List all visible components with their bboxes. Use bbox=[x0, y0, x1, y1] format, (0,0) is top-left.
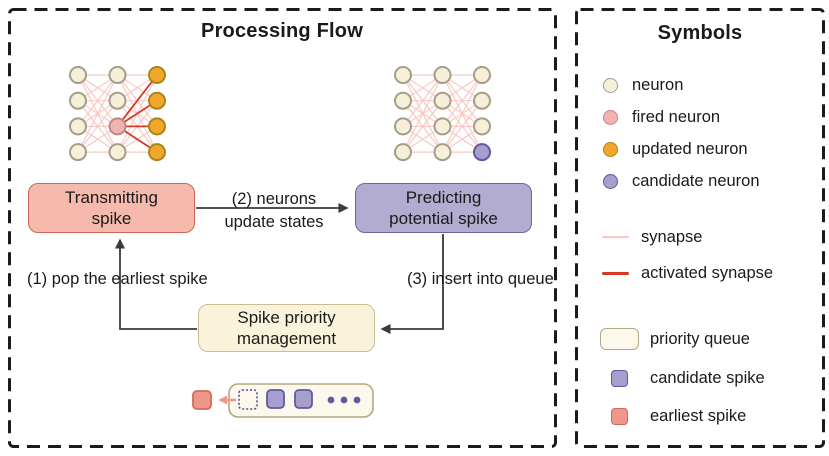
synapse-line bbox=[77, 74, 118, 127]
symbols-panel-border bbox=[575, 8, 825, 448]
transmitting-spike-box: Transmitting spike bbox=[28, 183, 195, 233]
priority-queue-graphic bbox=[192, 383, 374, 418]
ellipsis-dot bbox=[340, 396, 348, 404]
step3-insert-into-queue-label: (3) insert into queue bbox=[407, 270, 554, 288]
step2-neurons-update-states-label: (2) neurons update states bbox=[224, 190, 324, 231]
synapse-line bbox=[77, 74, 119, 153]
neuron-node bbox=[433, 143, 452, 162]
synapse-line bbox=[402, 74, 444, 153]
neuron-node bbox=[433, 66, 452, 84]
neuron-node bbox=[69, 66, 87, 84]
candidate-spike-square bbox=[266, 389, 285, 409]
processing-flow-title: Processing Flow bbox=[201, 20, 363, 42]
legend-label-priority-queue: priority queue bbox=[650, 329, 750, 348]
fired-neuron-swatch-icon bbox=[603, 109, 618, 125]
updated-neuron-node bbox=[148, 91, 166, 110]
symbols-title: Symbols bbox=[657, 22, 743, 44]
synapse-line bbox=[77, 100, 118, 153]
synapse-line bbox=[402, 74, 443, 127]
neuron-node bbox=[108, 66, 127, 84]
flow-arrows bbox=[115, 203, 444, 334]
legend-label-candidate-spike: candidate spike bbox=[650, 368, 765, 387]
legend-label-earliest-spike: earliest spike bbox=[650, 406, 747, 425]
neuron-node bbox=[394, 117, 412, 136]
legend-item-fired-neuron: fired neuron bbox=[603, 106, 720, 128]
neuron-node bbox=[394, 143, 412, 162]
legend-label-candidate-neuron: candidate neuron bbox=[632, 171, 760, 190]
neuron-node bbox=[69, 91, 87, 110]
right-network bbox=[394, 66, 491, 162]
legend-item-neuron: neuron bbox=[603, 74, 683, 96]
synapse-line bbox=[442, 74, 483, 127]
neuron-node bbox=[433, 117, 452, 136]
legend-label-updated-neuron: updated neuron bbox=[632, 139, 748, 158]
legend-item-synapse: synapse bbox=[602, 226, 702, 248]
neuron-node bbox=[473, 66, 491, 84]
legend-label-neuron: neuron bbox=[632, 75, 684, 94]
synapse-line bbox=[442, 100, 483, 153]
legend-label-synapse: synapse bbox=[641, 227, 703, 246]
legend-label-activated-synapse: activated synapse bbox=[641, 263, 774, 282]
legend-item-candidate-neuron: candidate neuron bbox=[603, 170, 760, 192]
neuron-node bbox=[108, 91, 127, 110]
synapse-line bbox=[441, 74, 483, 153]
legend-item-candidate-spike: candidate spike bbox=[611, 367, 765, 389]
candidate-neuron-node bbox=[473, 143, 491, 162]
updated-neuron-node bbox=[148, 143, 166, 162]
activated-synapse-line bbox=[116, 74, 158, 127]
step1-pop-earliest-spike-label: (1) pop the earliest spike bbox=[27, 270, 208, 288]
earliest-spike-square bbox=[192, 390, 212, 410]
neuron-node bbox=[433, 91, 452, 110]
ellipsis-dot bbox=[327, 396, 335, 404]
predicting-potential-spike-box: Predicting potential spike bbox=[355, 183, 532, 233]
neuron-node bbox=[69, 117, 87, 136]
neuron-node bbox=[473, 91, 491, 110]
spike-priority-management-box: Spike priority management bbox=[198, 304, 375, 352]
fired-neuron-node bbox=[108, 117, 127, 136]
flow-panel-border bbox=[8, 8, 557, 448]
candidate-spike-swatch-icon bbox=[611, 369, 628, 387]
updated-neuron-node bbox=[148, 117, 166, 136]
arrow-priority-to-transmit bbox=[115, 238, 197, 330]
synapse-line bbox=[402, 100, 443, 153]
arrow-predict-to-priority bbox=[380, 234, 444, 334]
legend-label-fired-neuron: fired neuron bbox=[632, 107, 721, 126]
popped-slot-square bbox=[238, 389, 258, 410]
legend-item-updated-neuron: updated neuron bbox=[603, 138, 748, 160]
legend-item-priority-queue: priority queue bbox=[600, 328, 750, 350]
activated-synapse-line-icon bbox=[602, 271, 629, 275]
neuron-node bbox=[69, 143, 87, 162]
ellipsis-dot bbox=[353, 396, 361, 404]
neuron-swatch-icon bbox=[603, 77, 618, 93]
neuron-node bbox=[394, 66, 412, 84]
priority-queue-swatch-icon bbox=[600, 328, 639, 350]
legend-item-activated-synapse: activated synapse bbox=[602, 262, 773, 284]
legend-item-earliest-spike: earliest spike bbox=[611, 405, 746, 427]
earliest-spike-swatch-icon bbox=[611, 407, 628, 425]
neuron-node bbox=[473, 117, 491, 136]
synapse-line-icon bbox=[602, 235, 629, 239]
candidate-neuron-swatch-icon bbox=[603, 173, 618, 189]
neuron-node bbox=[394, 91, 412, 110]
updated-neuron-node bbox=[148, 66, 166, 84]
updated-neuron-swatch-icon bbox=[603, 141, 618, 157]
left-network bbox=[69, 66, 166, 162]
neuron-node bbox=[108, 143, 127, 162]
candidate-spike-square bbox=[294, 389, 313, 409]
